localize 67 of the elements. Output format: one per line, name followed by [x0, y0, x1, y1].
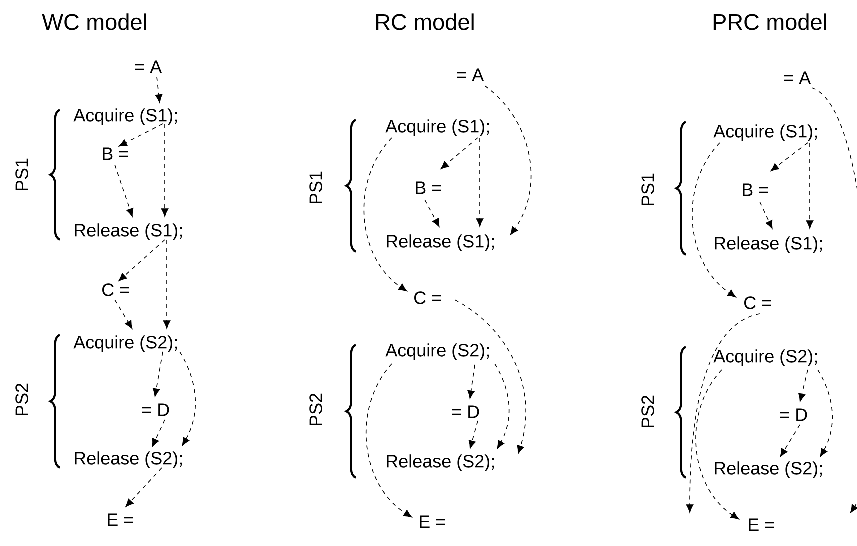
- dependency-arrow: [696, 370, 740, 520]
- code-line: = D: [780, 408, 808, 422]
- code-line: Acquire (S1);: [386, 120, 489, 136]
- code-line: = D: [452, 406, 480, 418]
- model-title: RC model: [376, 14, 474, 30]
- dependency-arrow: [468, 420, 478, 449]
- code-line: E =: [420, 516, 446, 528]
- dependency-arrow: [476, 138, 484, 227]
- code-line: C =: [414, 292, 442, 304]
- brace-label: PS2: [16, 384, 28, 416]
- dependency-arrow: [161, 124, 169, 217]
- dependency-arrow: [364, 138, 408, 292]
- code-line: C =: [744, 296, 772, 310]
- dependency-arrow: [484, 86, 532, 236]
- model-title: PRC model: [714, 14, 826, 30]
- brace-label: PS2: [310, 394, 322, 426]
- dependency-arrow: [454, 300, 526, 454]
- dependency-arrow: [155, 76, 163, 103]
- dependency-arrow: [424, 200, 440, 228]
- dependency-arrow: [152, 352, 164, 397]
- dependency-arrow: [114, 300, 133, 330]
- dependency-arrow: [118, 124, 164, 147]
- dependency-arrow: [494, 364, 510, 450]
- dependency-arrow: [126, 468, 162, 508]
- dependency-arrow: [180, 352, 196, 446]
- brace-label: PS1: [642, 174, 654, 206]
- code-line: B =: [103, 148, 128, 160]
- dependency-arrow: [812, 88, 857, 514]
- code-line: Acquire (S2);: [74, 336, 177, 352]
- code-line: Release (S2);: [75, 452, 182, 468]
- dependency-arrow: [686, 314, 760, 513]
- dependency-arrow: [366, 364, 412, 518]
- dependency-arrow: [692, 142, 736, 298]
- code-line: B =: [743, 184, 768, 196]
- brace-label: PS1: [310, 172, 322, 204]
- code-line: = A: [784, 72, 812, 84]
- dependency-arrow: [114, 164, 134, 218]
- dependency-arrow: [770, 142, 808, 172]
- code-line: = A: [135, 60, 162, 74]
- code-line: Release (S2);: [715, 462, 822, 478]
- dependency-arrow: [468, 364, 476, 399]
- dependency-arrow: [760, 202, 773, 230]
- code-line: C =: [102, 284, 130, 296]
- dependency-arrow: [118, 240, 166, 282]
- brace-label: PS1: [16, 158, 28, 191]
- dependency-arrow: [152, 420, 166, 448]
- code-line: E =: [749, 518, 774, 532]
- code-line: Release (S1);: [715, 236, 822, 254]
- code-line: = A: [457, 68, 484, 82]
- code-line: Acquire (S2);: [714, 350, 817, 366]
- code-line: Acquire (S1);: [714, 124, 817, 142]
- dependency-arrow: [163, 240, 171, 329]
- code-line: Acquire (S1);: [74, 108, 177, 126]
- code-line: B =: [416, 182, 442, 194]
- dependency-arrow: [798, 370, 808, 402]
- dependency-arrow: [440, 138, 478, 170]
- dependency-arrow: [780, 424, 800, 458]
- code-line: Acquire (S2);: [386, 344, 489, 360]
- code-line: = D: [142, 404, 170, 416]
- code-line: Release (S1);: [387, 234, 494, 252]
- dependency-arrow: [806, 142, 814, 229]
- dependency-arrow: [818, 370, 833, 458]
- brace-label: PS2: [642, 396, 654, 428]
- code-line: Release (S2);: [387, 454, 494, 472]
- code-line: E =: [108, 514, 134, 526]
- code-line: Release (S1);: [75, 224, 182, 240]
- model-title: WC model: [42, 14, 146, 30]
